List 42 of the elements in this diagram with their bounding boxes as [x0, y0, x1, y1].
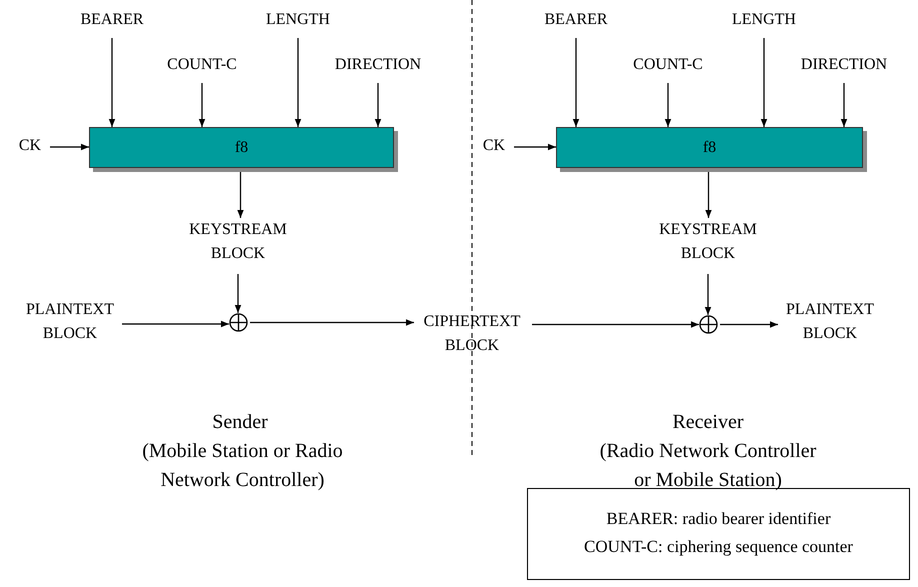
station-label: (Mobile Station or Radio Network Controller) [141, 439, 344, 493]
arrow [122, 320, 229, 328]
arrow [237, 170, 244, 218]
arrow [704, 274, 712, 315]
signal-label: PLAINTEXT BLOCK [20, 298, 120, 350]
arrow [720, 321, 778, 328]
station-label: Sender [211, 410, 269, 435]
arrow [250, 319, 414, 326]
station-label: Receiver [671, 410, 745, 435]
signal-label: LENGTH [262, 8, 334, 34]
arrow [664, 83, 672, 127]
signal-label: LENGTH [728, 8, 800, 34]
note-text: BEARER: radio bearer identifier [605, 508, 832, 530]
note-box [527, 488, 910, 580]
signal-label: BEARER [540, 8, 612, 34]
arrow [532, 321, 699, 328]
signal-label: DIRECTION [328, 53, 428, 79]
signal-label: BEARER [76, 8, 148, 34]
station-label: (Radio Network Controller or Mobile Station) [598, 439, 818, 493]
arrow [294, 38, 302, 127]
note-text: COUNT-C: ciphering sequence counter [583, 536, 854, 558]
arrow [572, 38, 580, 127]
arrow [514, 144, 556, 150]
xor-symbol [699, 315, 718, 334]
signal-label: DIRECTION [794, 53, 894, 79]
signal-label: KEYSTREAM BLOCK [168, 218, 308, 270]
signal-label: COUNT-C [160, 53, 244, 79]
arrow [50, 144, 89, 150]
arrow [840, 83, 848, 127]
arrow [108, 38, 116, 127]
arrow [198, 83, 206, 127]
signal-label: CK [476, 134, 512, 160]
signal-label: COUNT-C [626, 53, 710, 79]
arrow [234, 274, 242, 313]
arrow [705, 170, 712, 218]
signal-label: KEYSTREAM BLOCK [638, 218, 778, 270]
arrow [760, 38, 768, 127]
xor-symbol [229, 313, 248, 332]
signal-label: CIPHERTEXT BLOCK [414, 310, 530, 362]
signal-label: CK [12, 134, 48, 160]
arrow [374, 83, 382, 127]
signal-label: PLAINTEXT BLOCK [778, 298, 882, 350]
